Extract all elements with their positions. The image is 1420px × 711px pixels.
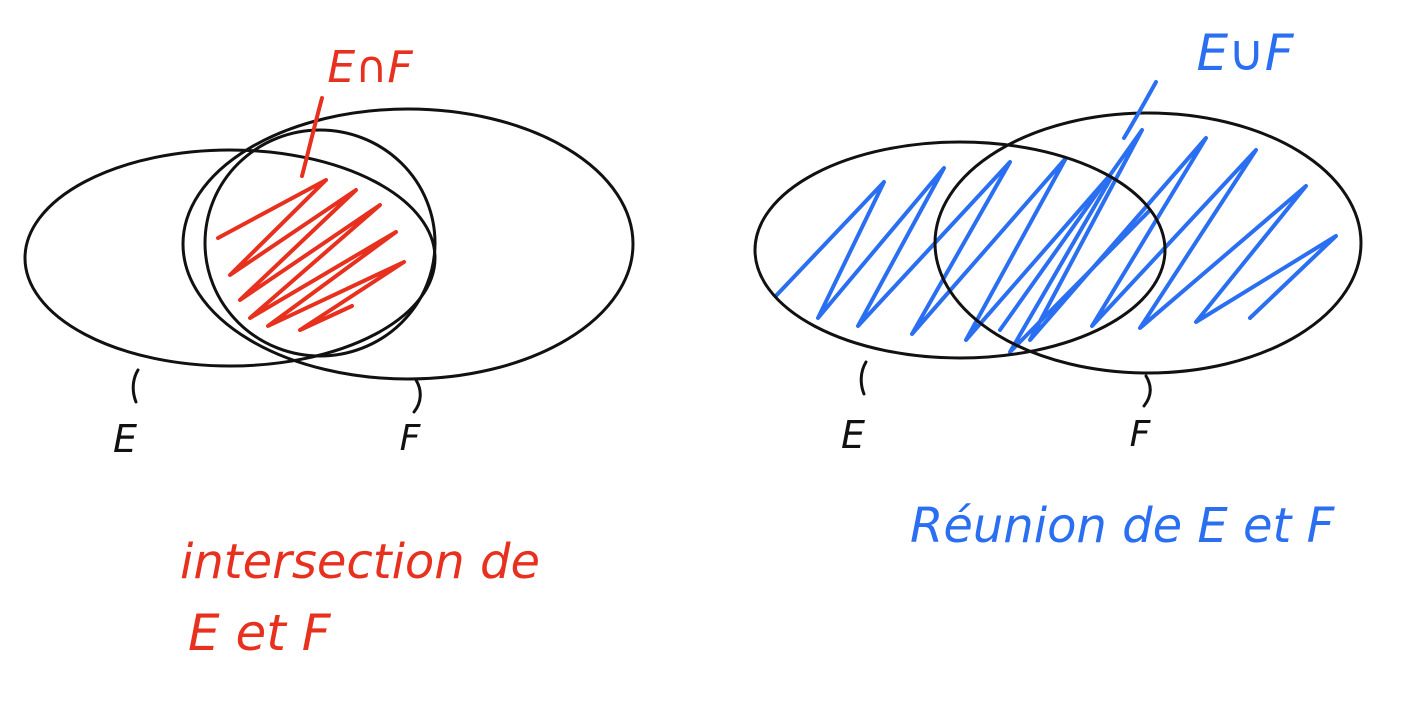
- intersection-caption-line2: E et F: [188, 604, 332, 662]
- set-f-ellipse: [181, 107, 635, 381]
- union-region-label: E∪F: [1197, 24, 1295, 82]
- union-caption: Réunion de E et F: [910, 498, 1336, 554]
- intersection-region-label: E∩F: [327, 42, 413, 93]
- union-set-f-leader: [1142, 374, 1152, 408]
- set-e-ellipse: [23, 148, 437, 368]
- set-e-label: E: [113, 417, 137, 461]
- intersection-hatch: [216, 178, 406, 332]
- union-panel: E∪F E F Réunion de E et F: [753, 24, 1363, 554]
- intersection-pointer: [300, 96, 324, 178]
- intersection-panel: E∩F E F intersection de E et F: [23, 42, 635, 662]
- union-hatch-e: [770, 156, 1162, 354]
- union-set-f-label: F: [1130, 414, 1152, 455]
- union-set-f-ellipse: [933, 111, 1363, 375]
- union-set-e-label: E: [841, 413, 865, 457]
- union-hatch-f: [998, 128, 1338, 342]
- set-f-label: F: [400, 418, 422, 459]
- union-set-e-ellipse: [753, 140, 1167, 360]
- set-f-leader: [412, 378, 422, 414]
- set-e-leader: [131, 368, 140, 404]
- union-pointer: [1122, 80, 1158, 140]
- union-set-e-leader: [859, 360, 868, 396]
- intersection-caption-line1: intersection de: [180, 534, 540, 590]
- intersection-outline: [203, 128, 437, 358]
